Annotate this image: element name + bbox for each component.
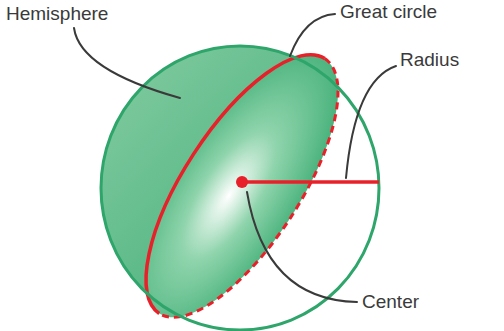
part-label: Center: [362, 292, 419, 313]
leader-line: [290, 14, 335, 56]
center-dot: [236, 176, 248, 188]
great-circle-back: [159, 59, 373, 331]
part-label: Hemisphere: [6, 4, 108, 25]
leader-line: [247, 192, 357, 302]
radius-line: [242, 180, 379, 184]
leader-line: [74, 28, 180, 98]
part-label: Radius: [400, 50, 459, 71]
great-circle-front: [111, 27, 325, 314]
part-label: Great circle: [340, 2, 437, 23]
great-circle-disc: [111, 27, 374, 331]
leader-line: [346, 66, 396, 178]
sphere-outline: [101, 46, 379, 330]
